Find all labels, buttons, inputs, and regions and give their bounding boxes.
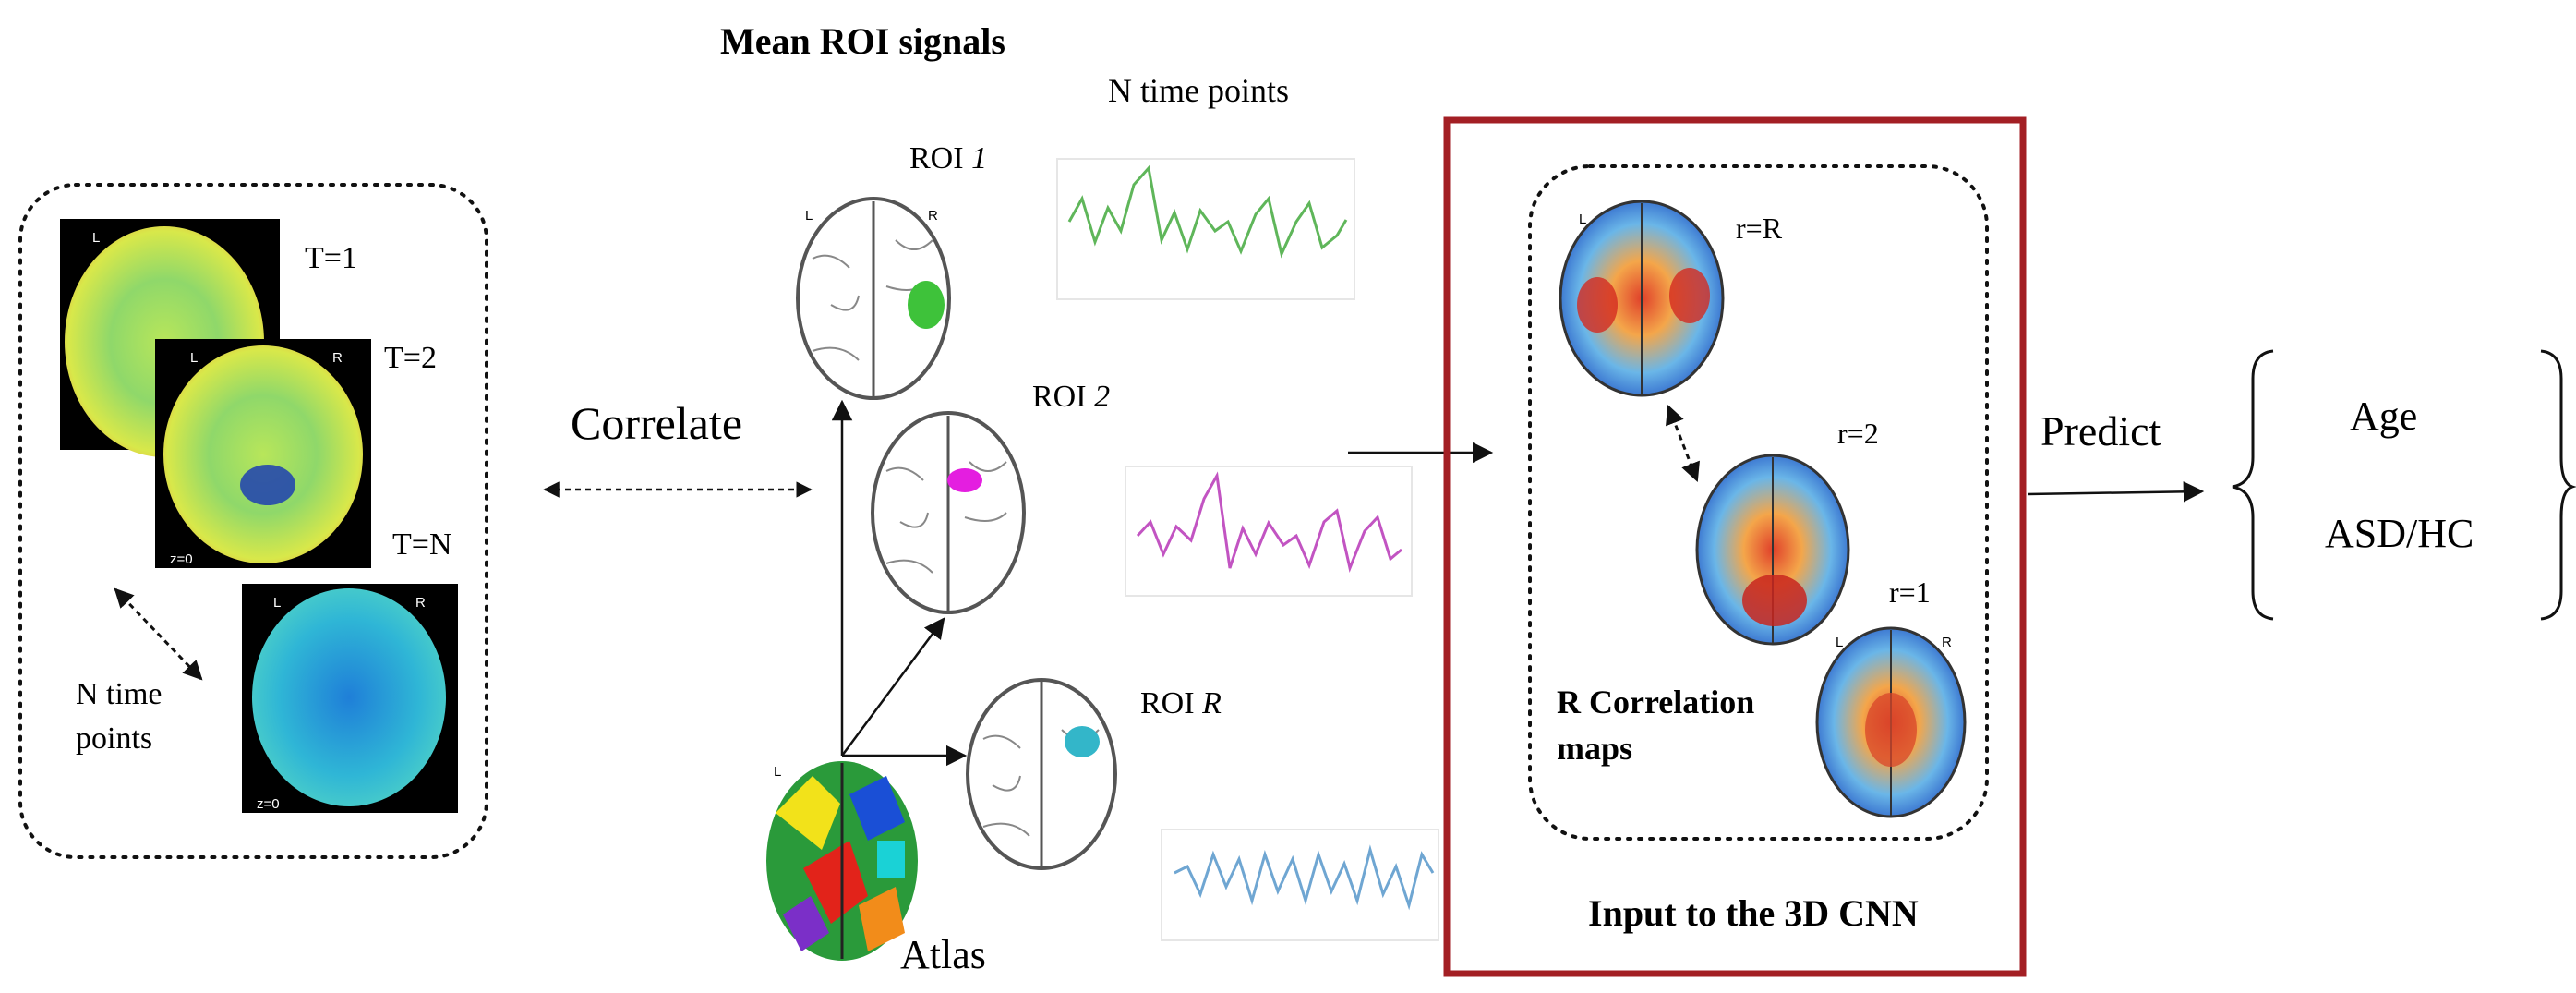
frame-label-t1: T=1 xyxy=(305,241,357,275)
atlas-label: Atlas xyxy=(900,932,986,977)
output-age: Age xyxy=(2350,394,2417,439)
orientation-left-label: L xyxy=(273,595,281,611)
signal-2-trace xyxy=(1136,471,1402,574)
signal-2-panel xyxy=(1125,466,1413,597)
maps-caption-line2: maps xyxy=(1557,730,1632,767)
orientation-right-label: R xyxy=(332,350,343,366)
orientation-left-label: L xyxy=(1579,212,1586,227)
signal-1-trace xyxy=(1067,164,1348,259)
correlation-map-2 xyxy=(1695,454,1850,646)
slice-label: z=0 xyxy=(170,551,193,567)
outputs-right-brace xyxy=(2540,349,2576,621)
map-label-1: r=1 xyxy=(1889,575,1931,609)
roi-1-label: ROI 1 xyxy=(909,141,987,176)
correlate-label: Correlate xyxy=(571,397,742,449)
atlas-brain: L xyxy=(766,761,918,961)
roi-1-region xyxy=(908,281,945,329)
time-points-text-line1: N time xyxy=(76,677,162,711)
roi-r-brain xyxy=(966,678,1117,870)
atlas-to-roi-2-arrow xyxy=(840,617,945,757)
fmri-frame-n: L R z=0 xyxy=(242,584,458,813)
maps-sequence-arrow xyxy=(1666,405,1700,482)
roi-r-region xyxy=(1065,726,1100,757)
diagram-title: Mean ROI signals xyxy=(720,20,1005,62)
correlation-map-1: L R xyxy=(1815,626,1967,818)
slice-label: z=0 xyxy=(257,796,280,812)
fmri-dotted-frame xyxy=(18,183,488,859)
time-points-label: N time points xyxy=(1108,72,1289,109)
cnn-input-box xyxy=(1443,116,2027,977)
roi-2-region xyxy=(947,468,982,492)
output-asd-hc: ASD/HC xyxy=(2325,511,2474,556)
fmri-volume-panel: L T=1 L R z=0 T=2 L R z=0 T=N N time poi… xyxy=(18,183,488,859)
orientation-left-label: L xyxy=(190,350,198,366)
maps-caption-line1: R Correlation xyxy=(1557,684,1754,721)
orientation-right-label: R xyxy=(1942,635,1952,650)
frame-label-tn: T=N xyxy=(392,527,452,562)
orientation-right-label: R xyxy=(928,208,938,224)
fmri-frame-2: L R z=0 xyxy=(155,339,371,568)
correlation-map-r: L xyxy=(1559,200,1725,397)
outputs-left-brace xyxy=(2232,349,2274,621)
predict-label: Predict xyxy=(2040,407,2161,454)
orientation-left-label: L xyxy=(1836,635,1843,650)
orientation-left-label: L xyxy=(92,230,100,246)
signal-r-trace xyxy=(1174,844,1435,911)
signal-1-panel xyxy=(1056,158,1355,300)
roi-2-brain xyxy=(871,411,1026,614)
time-points-text-line2: points xyxy=(76,721,152,756)
orientation-left-label: L xyxy=(805,208,813,224)
predict-arrow xyxy=(2027,481,2205,503)
map-label-2: r=2 xyxy=(1837,417,1879,450)
map-label-r: r=R xyxy=(1736,212,1783,245)
cnn-input-label: Input to the 3D CNN xyxy=(1588,892,1919,934)
orientation-left-label: L xyxy=(774,764,781,780)
time-points-arrow xyxy=(114,587,203,681)
roi-r-label: ROI R xyxy=(1140,686,1222,721)
frame-label-t2: T=2 xyxy=(384,341,437,375)
maps-dotted-frame xyxy=(1528,164,1989,841)
orientation-right-label: R xyxy=(415,595,426,611)
roi-2-label: ROI 2 xyxy=(1032,380,1110,414)
roi-1-brain: L R xyxy=(796,197,951,400)
